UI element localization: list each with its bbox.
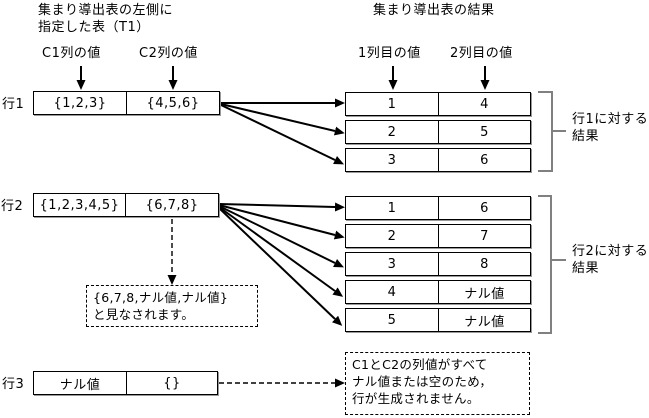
result-cell: 3 [346,149,439,171]
column-label-c2: C2列の値 [139,46,198,61]
result-cell: ナル値 [464,314,505,330]
result-cell: 3 [346,253,439,275]
left-table-title: 集まり導出表の左側に 指定した表（T1） [38,3,174,35]
row2-null-padding-note: {6,7,8,ナル値,ナル値} と見なされます。 [86,285,258,327]
source-row3-c2-cell: {} [163,375,181,391]
result-cell: 6 [480,200,489,216]
result-title: 集まり導出表の結果 [373,3,495,18]
result-g2-row-4: 4 ナル値 [345,280,531,304]
row2-label: 行2 [1,199,24,214]
result-cell: 7 [480,228,489,244]
source-row-3: ナル値 {} [33,371,218,395]
column-label-result1: 1列目の値 [358,46,421,61]
column-label-result2: 2列目の値 [450,46,513,61]
result-cell: ナル値 [464,286,505,302]
result-cell: 4 [346,281,439,303]
result-cell: 5 [480,124,489,140]
source-row2-c2-cell: {6,7,8} [145,197,199,213]
result-g2-row-5: 5 ナル値 [345,308,531,332]
result-g1-row-2: 2 5 [345,120,531,144]
bracket-label-row1: 行1に対する 結果 [572,112,649,144]
row3-label: 行3 [2,377,25,392]
source-row-1: {1,2,3} {4,5,6} [33,91,220,115]
source-row3-c1-cell: ナル値 [34,372,127,394]
result-g1-row-1: 1 4 [345,92,531,116]
bracket-label-row2: 行2に対する 結果 [572,244,649,276]
column-label-c1: C1列の値 [42,46,101,61]
result-cell: 6 [480,152,489,168]
source-row1-c2-cell: {4,5,6} [146,95,200,111]
result-cell: 5 [346,309,439,331]
result-cell: 2 [346,225,439,247]
source-row1-c1-cell: {1,2,3} [34,92,127,114]
result-g2-row-2: 2 7 [345,224,531,248]
row1-label: 行1 [2,97,25,112]
result-g1-row-3: 3 6 [345,148,531,172]
result-brackets [538,91,566,334]
source-row2-c1-cell: {1,2,3,4,5} [34,194,126,216]
row1-fanout-arrows [220,98,345,165]
result-g2-row-3: 3 8 [345,252,531,276]
result-g2-row-1: 1 6 [345,196,531,220]
result-cell: 4 [480,96,489,112]
result-cell: 1 [346,197,439,219]
source-row-2: {1,2,3,4,5} {6,7,8} [33,193,219,217]
result-cell: 1 [346,93,439,115]
result-cell: 2 [346,121,439,143]
result-cell: 8 [480,256,489,272]
row3-no-row-generated-note: C1とC2の列値がすべて ナル値または空のため， 行が生成されません。 [345,352,530,415]
column-pointer-arrows [76,66,490,90]
